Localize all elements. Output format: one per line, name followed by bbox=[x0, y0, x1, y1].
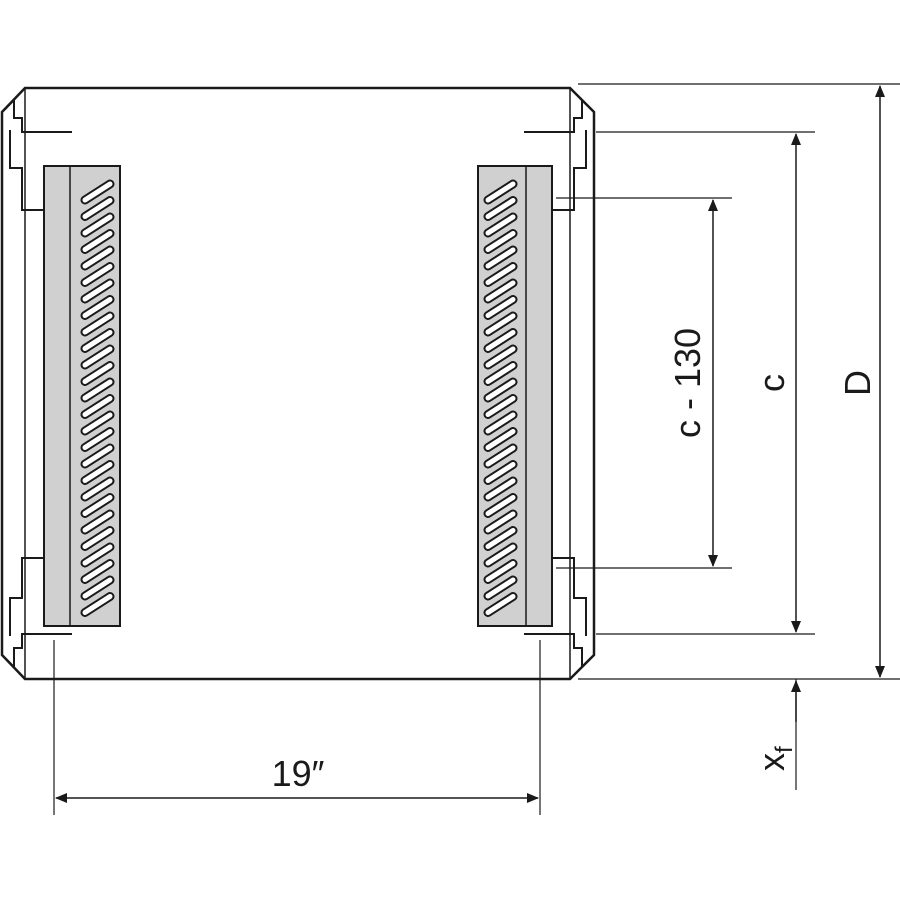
vent-slot-inner bbox=[82, 577, 113, 599]
vent-slot-inner bbox=[82, 379, 113, 401]
vent-slot-inner bbox=[82, 363, 113, 384]
right-rail-slots bbox=[483, 179, 518, 617]
vent-slot-inner bbox=[82, 462, 113, 483]
vent-slot-inner bbox=[82, 412, 113, 434]
vent-slot-inner bbox=[485, 247, 516, 269]
vent-slot-inner bbox=[485, 528, 516, 549]
vent-slot-inner bbox=[82, 396, 113, 417]
right-mounting-rail bbox=[477, 165, 553, 627]
vent-slot-inner bbox=[485, 379, 516, 401]
vent-slot-inner bbox=[485, 445, 516, 467]
vent-slot-inner bbox=[82, 429, 113, 450]
vent-slot-inner bbox=[82, 198, 113, 219]
vent-slot-inner bbox=[82, 445, 113, 467]
offset-label-sub: f bbox=[771, 746, 798, 753]
vent-slot-inner bbox=[485, 412, 516, 434]
width-label: 19″ bbox=[272, 753, 325, 794]
vent-slot-inner bbox=[82, 330, 113, 351]
vent-slot-inner bbox=[82, 544, 113, 566]
vent-slot-inner bbox=[485, 429, 516, 450]
vent-slot-inner bbox=[82, 594, 113, 615]
vent-slot-inner bbox=[82, 214, 113, 236]
vent-slot-inner bbox=[485, 231, 516, 252]
vent-slot-inner bbox=[485, 478, 516, 500]
vent-slot-inner bbox=[82, 231, 113, 252]
vent-slot-inner bbox=[82, 280, 113, 302]
vent-slot-inner bbox=[485, 181, 516, 203]
vent-slot-inner bbox=[485, 544, 516, 566]
vent-slot-inner bbox=[485, 214, 516, 236]
inner-depth-label: c - 130 bbox=[667, 328, 708, 438]
mounting-depth-dimension: c bbox=[751, 133, 801, 633]
width-dimension: 19″ bbox=[55, 753, 539, 803]
vent-slot-inner bbox=[485, 280, 516, 302]
enclosure-outline bbox=[0, 86, 596, 681]
vent-slot-inner bbox=[485, 396, 516, 417]
offset-label-base: x bbox=[751, 753, 792, 771]
vent-slot-inner bbox=[82, 297, 113, 318]
vent-slot-inner bbox=[82, 561, 113, 582]
mounting-depth-label: c bbox=[751, 374, 792, 392]
offset-dimension: xf bbox=[751, 680, 801, 771]
vent-slot-inner bbox=[82, 181, 113, 203]
svg-text:xf: xf bbox=[751, 746, 798, 771]
vent-slot-inner bbox=[82, 313, 113, 335]
total-depth-dimension: D bbox=[837, 85, 885, 678]
vent-slot-inner bbox=[485, 462, 516, 483]
vent-slot-inner bbox=[485, 330, 516, 351]
vent-slot-inner bbox=[82, 247, 113, 269]
vent-slot-inner bbox=[485, 297, 516, 318]
vent-slot-inner bbox=[485, 561, 516, 582]
vent-slot-inner bbox=[82, 264, 113, 285]
vent-slot-inner bbox=[485, 363, 516, 384]
vent-slot-inner bbox=[82, 511, 113, 533]
vent-slot-inner bbox=[82, 528, 113, 549]
total-depth-label: D bbox=[837, 370, 878, 396]
vent-slot-inner bbox=[485, 511, 516, 533]
vent-slot-inner bbox=[485, 198, 516, 219]
left-mounting-rail bbox=[43, 165, 121, 627]
vent-slot-inner bbox=[485, 264, 516, 285]
left-rail-slots bbox=[80, 179, 115, 617]
vent-slot-inner bbox=[82, 495, 113, 516]
vent-slot-inner bbox=[485, 577, 516, 599]
vent-slot-inner bbox=[82, 346, 113, 368]
vent-slot-inner bbox=[82, 478, 113, 500]
inner-depth-dimension: c - 130 bbox=[667, 199, 718, 567]
vent-slot-inner bbox=[485, 313, 516, 335]
corner-brackets bbox=[1, 97, 595, 670]
vent-slot-inner bbox=[485, 495, 516, 516]
vent-slot-inner bbox=[485, 346, 516, 368]
vent-slot-inner bbox=[485, 594, 516, 615]
